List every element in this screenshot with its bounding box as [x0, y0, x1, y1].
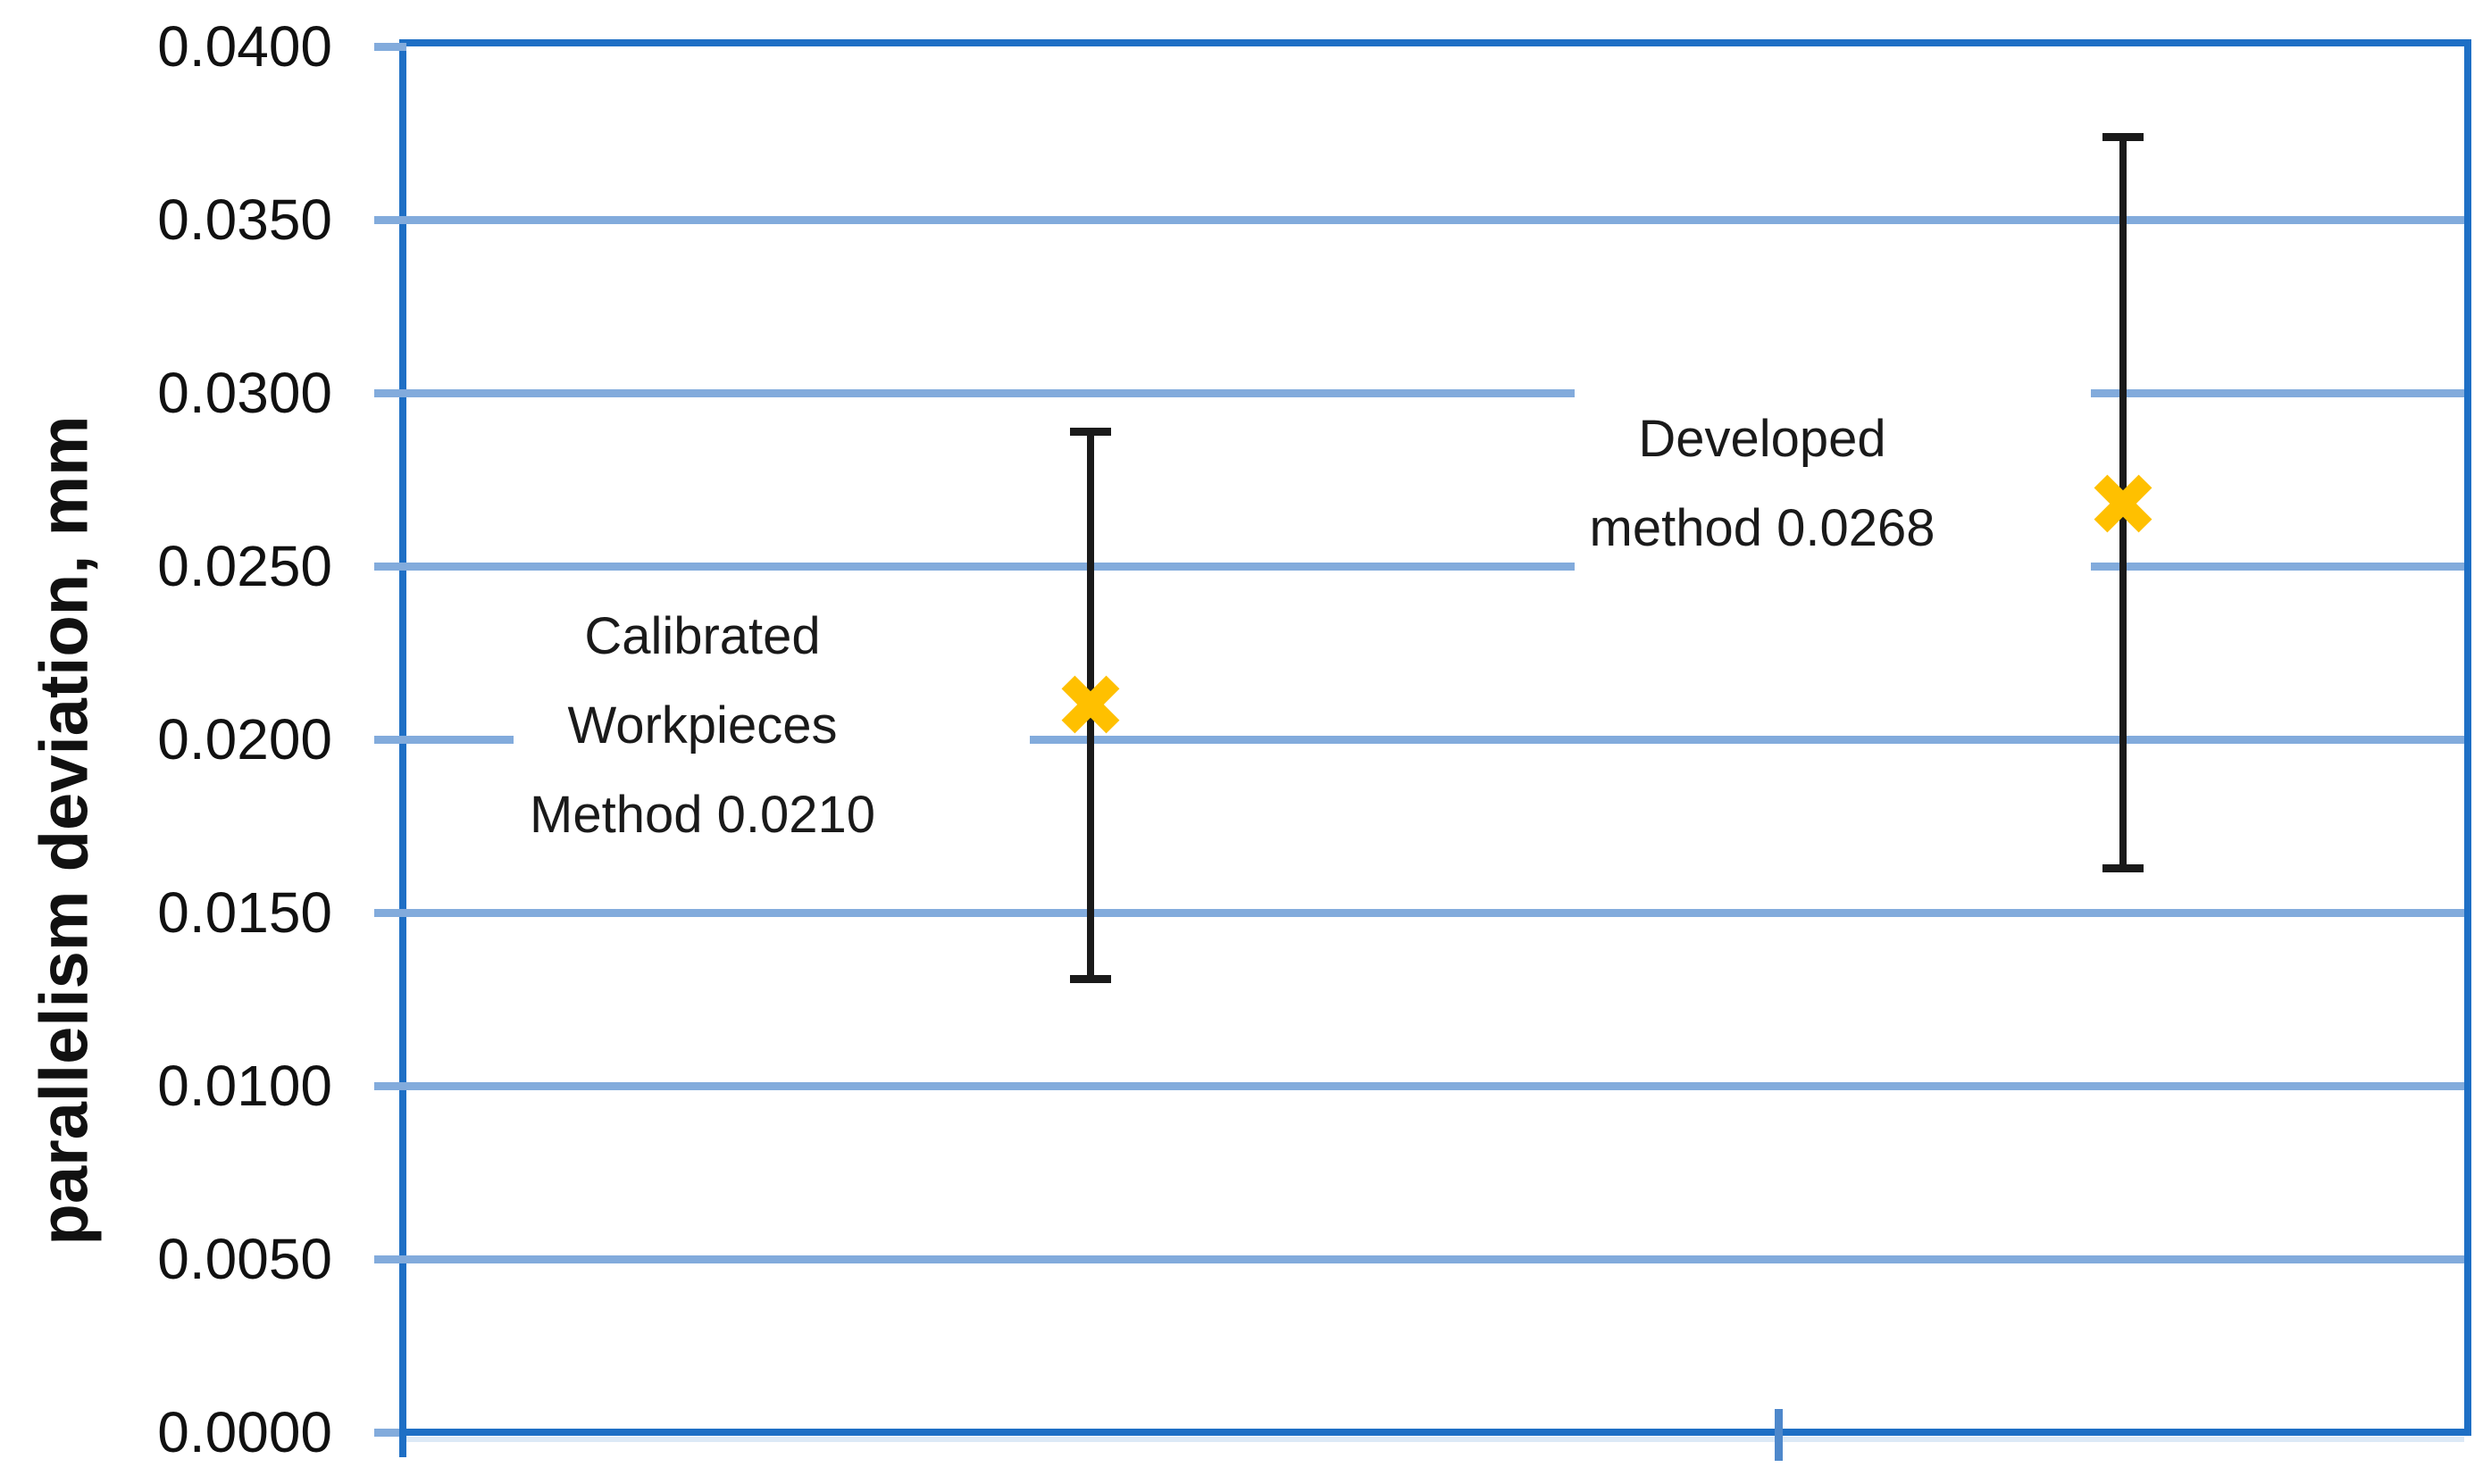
- y-axis-tick-label: 0.0200: [157, 707, 332, 771]
- y-axis-tick: [374, 563, 406, 571]
- y-axis-stub: [399, 1429, 406, 1457]
- error-bar-cap-bottom: [2102, 863, 2144, 872]
- x-marker-icon: [1050, 664, 1131, 745]
- x-axis-tick: [1775, 1409, 1784, 1461]
- data-label-line: Developed: [1638, 410, 1886, 468]
- under-axis-halo: [406, 1437, 2464, 1442]
- gridline: [406, 1082, 2464, 1090]
- y-axis-tick-label: 0.0400: [157, 14, 332, 79]
- y-axis-tick-label: 0.0000: [157, 1400, 332, 1464]
- y-axis-tick: [374, 389, 406, 397]
- data-label-line: method 0.0268: [1589, 499, 1935, 557]
- y-axis-tick: [374, 909, 406, 917]
- y-axis-tick: [374, 1255, 406, 1263]
- gridline: [406, 216, 2464, 224]
- data-label: Developed method 0.0268: [1575, 387, 2091, 581]
- data-label-line: Calibrated: [584, 607, 821, 665]
- error-bar-cap-top: [1070, 427, 1112, 436]
- y-axis-tick: [374, 1082, 406, 1090]
- y-axis-tick-label: 0.0350: [157, 188, 332, 252]
- data-label-line: Workpieces: [567, 696, 838, 755]
- gridline: [406, 563, 2464, 571]
- gridline: [406, 736, 2464, 744]
- y-axis-tick-label: 0.0250: [157, 534, 332, 598]
- y-axis-tick-label: 0.0100: [157, 1054, 332, 1118]
- y-axis-tick: [374, 43, 406, 51]
- gridline: [406, 1255, 2464, 1263]
- gridline: [406, 389, 2464, 397]
- y-axis-tick: [374, 1429, 406, 1437]
- data-label-line: Method 0.0210: [530, 786, 875, 844]
- y-axis-tick: [374, 216, 406, 224]
- y-axis-tick: [374, 736, 406, 744]
- y-axis-tick-label: 0.0050: [157, 1227, 332, 1291]
- y-axis-tick-label: 0.0150: [157, 880, 332, 945]
- error-bar-cap-bottom: [1070, 974, 1112, 983]
- gridline: [406, 909, 2464, 917]
- error-bar-cap-top: [2102, 132, 2144, 141]
- y-axis-tick-label: 0.0300: [157, 361, 332, 425]
- x-marker-icon: [2083, 463, 2163, 544]
